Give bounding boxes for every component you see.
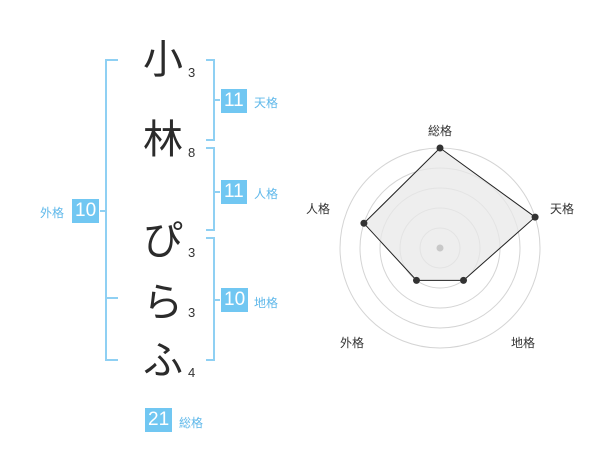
stroke-count-4: 3 (188, 305, 196, 320)
stroke-count-1: 3 (188, 65, 196, 80)
tenkaku-value: 11 (221, 89, 247, 113)
radar-point-2 (460, 276, 468, 284)
radar-label-chikaku: 地格 (511, 336, 536, 350)
name-char-1: 小 (143, 37, 183, 83)
soukaku-value: 21 (145, 408, 173, 432)
radar-label-jinkaku: 人格 (306, 202, 331, 216)
radar-label-tenkaku: 天格 (550, 202, 575, 216)
radar-point-1 (531, 213, 539, 221)
name-char-5: ふ (143, 338, 183, 384)
name-char-2: 林 (143, 117, 183, 163)
radar-polygon (363, 147, 536, 281)
jinkaku-label: 人格 (254, 187, 279, 201)
name-char-4: ら (143, 280, 183, 326)
stroke-count-3: 3 (188, 245, 196, 260)
radar-point-0 (436, 144, 444, 152)
gaikaku-value: 10 (72, 199, 100, 223)
radar-label-gaikaku: 外格 (340, 336, 365, 350)
radar-point-3 (412, 276, 420, 284)
radar-center-dot (436, 244, 444, 252)
gaikaku-label: 外格 (40, 206, 65, 220)
radar-label-soukaku: 総格 (428, 124, 453, 138)
radar-point-4 (360, 219, 368, 227)
stroke-count-5: 4 (188, 365, 196, 380)
stroke-count-2: 8 (188, 145, 196, 160)
chikaku-label: 地格 (254, 296, 279, 310)
jinkaku-value: 11 (221, 180, 247, 204)
tenkaku-label: 天格 (254, 96, 279, 110)
name-char-3: ぴ (143, 218, 183, 264)
chikaku-value: 10 (221, 288, 249, 312)
soukaku-label: 総格 (179, 416, 204, 430)
